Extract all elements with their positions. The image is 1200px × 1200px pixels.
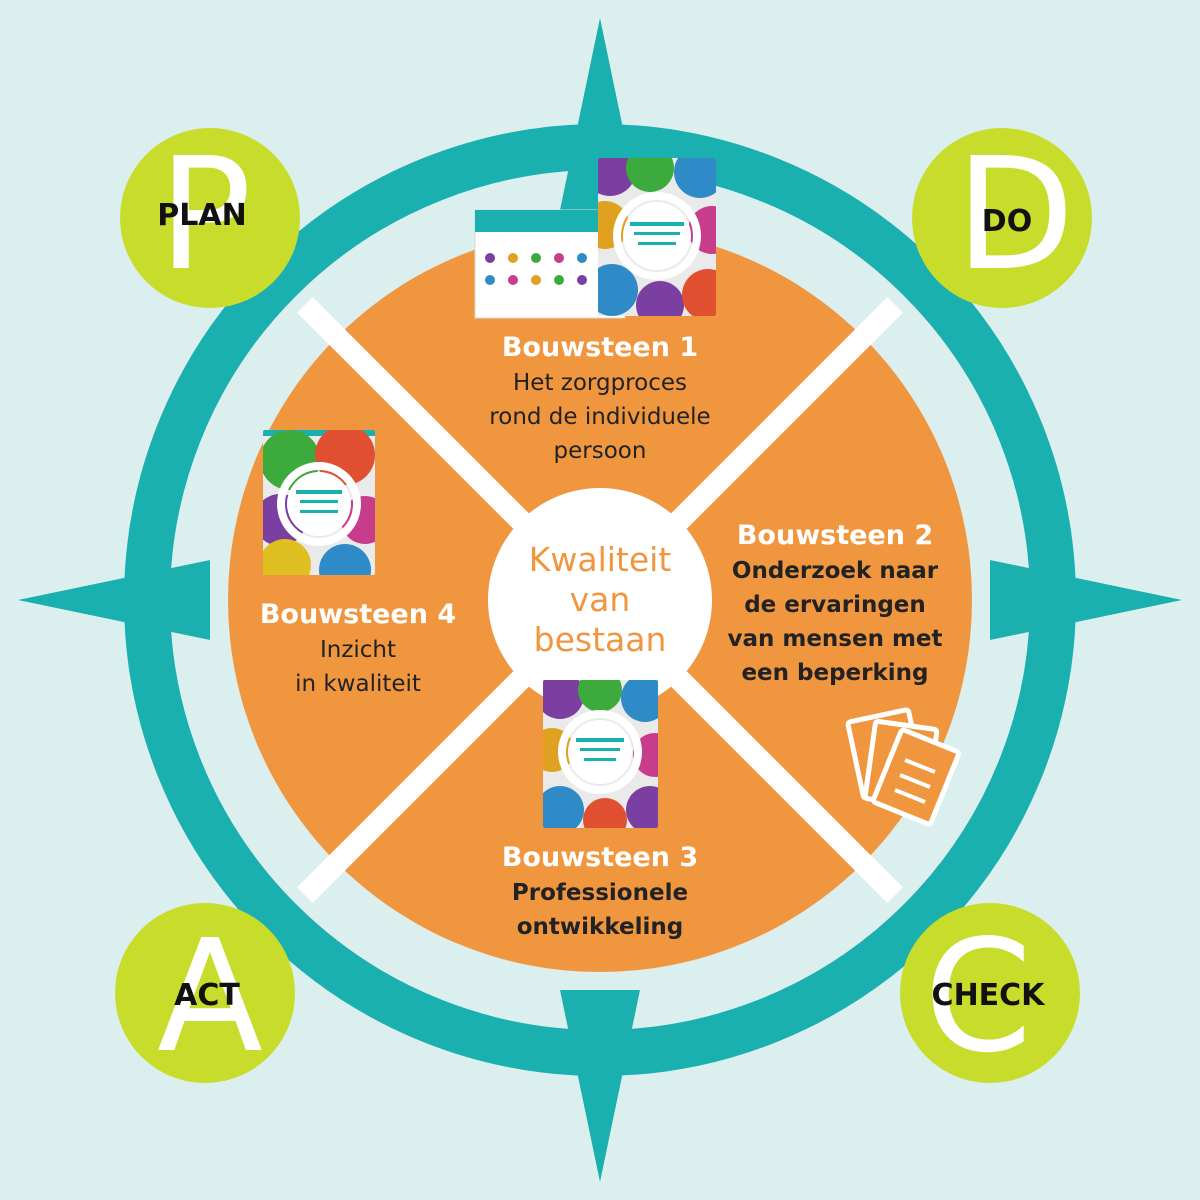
bouwsteen-title: Bouwsteen 3 [501, 842, 699, 873]
bouwsteen-line: Onderzoek naar [731, 558, 939, 584]
bouwsteen-line: ontwikkeling [516, 914, 684, 940]
outer-ring [124, 124, 1076, 1076]
documents-icon [845, 707, 961, 827]
bouwsteen-line: Het zorgproces [513, 370, 687, 396]
book-cover-icon [598, 158, 716, 316]
bouwsteen-line: een beperking [741, 660, 929, 686]
book-cover-icon [543, 680, 658, 828]
pdca-do-letter: D [955, 124, 1074, 305]
bouwsteen-line: de ervaringen [744, 592, 926, 618]
pdca-plan-letter: P [158, 124, 251, 305]
compass-point-south [560, 990, 640, 1182]
bouwsteen-title: Bouwsteen 2 [736, 520, 934, 551]
bouwsteen-title: Bouwsteen 1 [501, 332, 699, 363]
compass-point-west [18, 560, 210, 640]
bouwsteen-title: Bouwsteen 4 [259, 599, 457, 630]
bouwsteen-4: Bouwsteen 4 Inzicht in kwaliteit [228, 597, 488, 701]
book-cover-icon [263, 430, 375, 575]
bouwsteen-2: Bouwsteen 2 Onderzoek naar de ervaringen… [700, 518, 970, 690]
center-title-line: bestaan [533, 620, 667, 659]
center-title-line: Kwaliteit [528, 540, 672, 579]
pdca-plan-label: PLAN [157, 198, 247, 233]
pdca-do-badge: D [912, 124, 1092, 308]
pdca-check-letter: C [924, 906, 1032, 1087]
center-title: Kwaliteit van bestaan [500, 540, 700, 660]
bouwsteen-line: Inzicht [319, 637, 397, 663]
bouwsteen-3: Bouwsteen 3 Professionele ontwikkeling [460, 840, 740, 944]
pdca-check-badge: C [900, 903, 1080, 1087]
compass-point-east [990, 560, 1182, 640]
bouwsteen-line: in kwaliteit [295, 671, 421, 697]
bouwsteen-line: persoon [553, 438, 647, 464]
bouwsteen-1: Bouwsteen 1 Het zorgproces rond de indiv… [450, 330, 750, 468]
pdca-do-label: DO [981, 204, 1033, 239]
bouwsteen-line: van mensen met [727, 626, 943, 652]
bouwsteen-line: rond de individuele [489, 404, 711, 430]
center-circle [488, 488, 712, 712]
pdca-act-badge: A [115, 903, 295, 1087]
pdca-act-letter: A [157, 906, 263, 1087]
pdca-act-label: ACT [174, 978, 240, 1013]
pdca-check-label: CHECK [931, 978, 1045, 1013]
pdca-plan-badge: P [120, 124, 300, 308]
bouwsteen-line: Professionele [511, 880, 689, 906]
center-title-line: van [569, 580, 631, 619]
